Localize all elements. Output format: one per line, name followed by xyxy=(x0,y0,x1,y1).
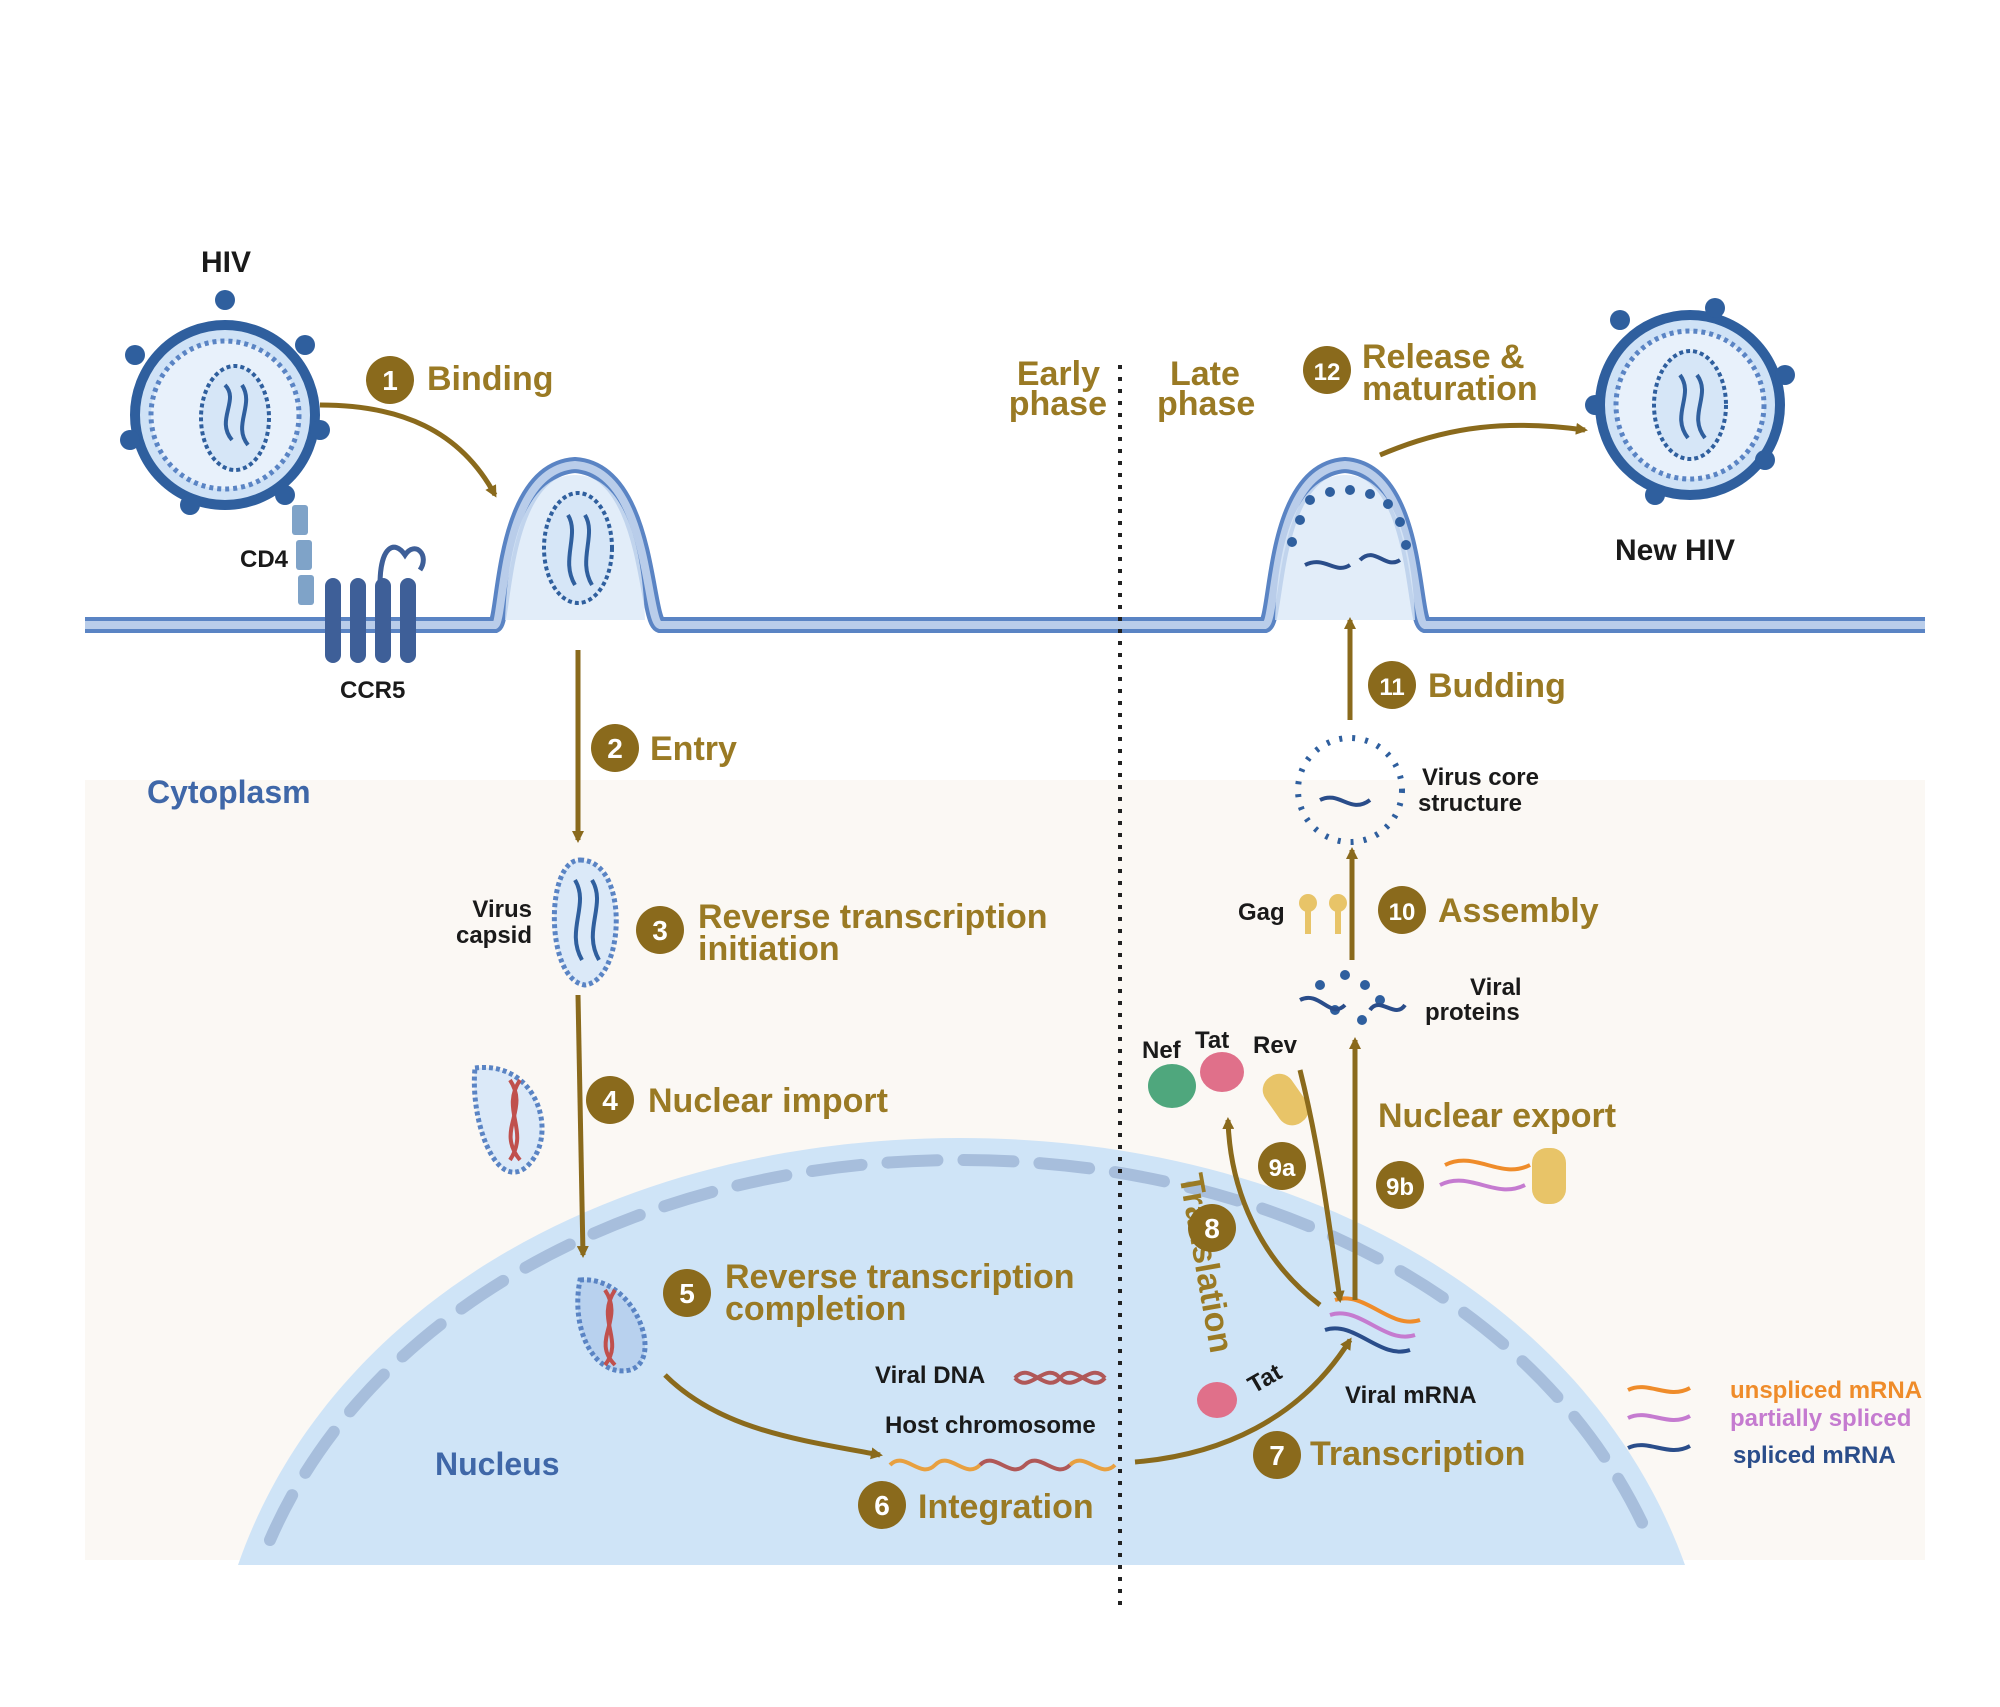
tat-label: Tat xyxy=(1195,1027,1229,1054)
step-5-number: 5 xyxy=(679,1278,695,1309)
virus-core-label-1: Virus core xyxy=(1422,764,1539,791)
step-3-label-2: initiation xyxy=(698,930,840,968)
step-3-label-1: Reverse transcription xyxy=(698,898,1048,936)
step-2: 2 Entry xyxy=(591,724,737,772)
step-5-label-2: completion xyxy=(725,1290,906,1328)
step-5: 5 Reverse transcription completion xyxy=(663,1258,1075,1328)
step-5-label-1: Reverse transcription xyxy=(725,1258,1075,1296)
step-7-number: 7 xyxy=(1269,1440,1285,1471)
arrow-transcription xyxy=(1134,1337,1353,1465)
arrow-integration xyxy=(663,1373,883,1460)
arrow-9a xyxy=(1297,1069,1345,1303)
tat-protein-nucleus xyxy=(1197,1382,1237,1418)
step-4: 4 Nuclear import xyxy=(586,1076,888,1124)
nef-protein xyxy=(1148,1064,1196,1108)
step-12: 12 Release & maturation xyxy=(1303,338,1538,408)
step-8: 8 xyxy=(1188,1204,1236,1252)
step-8-number: 8 xyxy=(1204,1213,1220,1244)
virus-capsid-label-1: Virus xyxy=(472,896,532,923)
step-arrows xyxy=(319,402,1588,1465)
virus-core-structure-shape xyxy=(1295,735,1405,845)
rev-protein xyxy=(1262,1073,1309,1126)
step-12-label-1: Release & xyxy=(1362,338,1525,376)
step-2-label: Entry xyxy=(650,730,737,768)
entering-virus-capsid xyxy=(542,491,614,605)
step-10-number: 10 xyxy=(1389,899,1416,926)
step-7-label: Transcription xyxy=(1310,1435,1525,1473)
viral-proteins-label-1: Viral xyxy=(1470,974,1522,1001)
nuclear-export-mrna xyxy=(1439,1148,1566,1204)
step-11-number: 11 xyxy=(1379,674,1404,701)
step-3-number: 3 xyxy=(652,915,668,946)
late-phase-line-1: Late xyxy=(1170,355,1240,393)
step-7: 7 Transcription xyxy=(1253,1431,1525,1479)
viral-dna-label: Viral DNA xyxy=(875,1362,985,1389)
capsid-in-nucleus xyxy=(575,1277,648,1374)
step-9a: 9a xyxy=(1258,1142,1306,1190)
legend-spliced: spliced mRNA xyxy=(1733,1442,1896,1469)
virus-capsid-label-2: capsid xyxy=(456,922,532,949)
step-11: 11 Budding xyxy=(1368,661,1566,709)
nuclear-export-label: Nuclear export xyxy=(1378,1097,1616,1135)
step-1-number: 1 xyxy=(382,365,398,396)
virus-core-label-2: structure xyxy=(1418,790,1522,817)
step-9b: 9b xyxy=(1376,1161,1424,1209)
arrow-binding xyxy=(319,402,498,498)
viral-dna-strand xyxy=(1013,1370,1107,1385)
step-1-label: Binding xyxy=(427,360,554,398)
host-chromosome-strand xyxy=(888,1458,1117,1472)
budding-core xyxy=(1287,485,1411,570)
legend-partially-spliced: partially spliced xyxy=(1730,1405,1911,1432)
gag-label: Gag xyxy=(1238,899,1285,926)
late-phase-line-2: phase xyxy=(1157,385,1255,423)
ccr5-receptor xyxy=(325,544,426,663)
virus-capsid-shape xyxy=(551,857,619,988)
hiv-label: HIV xyxy=(201,246,251,279)
step-12-number: 12 xyxy=(1314,359,1341,386)
step-11-label: Budding xyxy=(1428,667,1566,705)
host-chromosome-label: Host chromosome xyxy=(885,1412,1096,1439)
nef-label: Nef xyxy=(1142,1037,1182,1064)
step-12-label-2: maturation xyxy=(1362,370,1538,408)
ccr5-label: CCR5 xyxy=(340,677,405,704)
new-hiv-virion xyxy=(1585,298,1795,505)
step-10: 10 Assembly xyxy=(1378,886,1599,934)
step-2-number: 2 xyxy=(607,733,623,764)
tat-protein xyxy=(1200,1052,1244,1092)
step-9b-number: 9b xyxy=(1386,1174,1414,1201)
step-3: 3 Reverse transcription initiation xyxy=(636,898,1048,968)
legend-swatches xyxy=(1627,1385,1691,1452)
nucleus xyxy=(238,1138,1685,1565)
step-6-number: 6 xyxy=(874,1490,890,1521)
viral-mrna-label: Viral mRNA xyxy=(1345,1382,1477,1409)
viral-proteins-shape xyxy=(1299,970,1407,1025)
early-phase-line-2: phase xyxy=(1009,385,1107,423)
capsid-viral-dna xyxy=(471,1065,545,1175)
arrow-translation xyxy=(1222,1117,1322,1307)
cytoplasm-label: Cytoplasm xyxy=(147,774,311,810)
cd4-receptor xyxy=(292,505,314,605)
hiv-virion xyxy=(120,290,330,515)
arrow-nuclear-import xyxy=(575,994,589,1258)
step-4-label: Nuclear import xyxy=(648,1082,888,1120)
step-10-label: Assembly xyxy=(1438,892,1599,930)
step-9a-number: 9a xyxy=(1269,1155,1296,1182)
step-6-label: Integration xyxy=(918,1488,1094,1526)
early-phase-line-1: Early xyxy=(1017,355,1100,393)
step-6: 6 Integration xyxy=(858,1481,1094,1529)
nucleus-label: Nucleus xyxy=(435,1446,559,1482)
plasma-membrane xyxy=(85,456,1925,633)
cd4-label: CD4 xyxy=(240,546,289,573)
viral-proteins-label-2: proteins xyxy=(1425,999,1520,1026)
step-1: 1 Binding xyxy=(366,356,554,404)
legend-unspliced: unspliced mRNA xyxy=(1730,1377,1922,1404)
gag-proteins xyxy=(1299,894,1347,934)
arrow-release xyxy=(1379,422,1588,458)
step-4-number: 4 xyxy=(602,1085,618,1116)
rev-label: Rev xyxy=(1253,1032,1298,1059)
new-hiv-label: New HIV xyxy=(1615,534,1735,567)
